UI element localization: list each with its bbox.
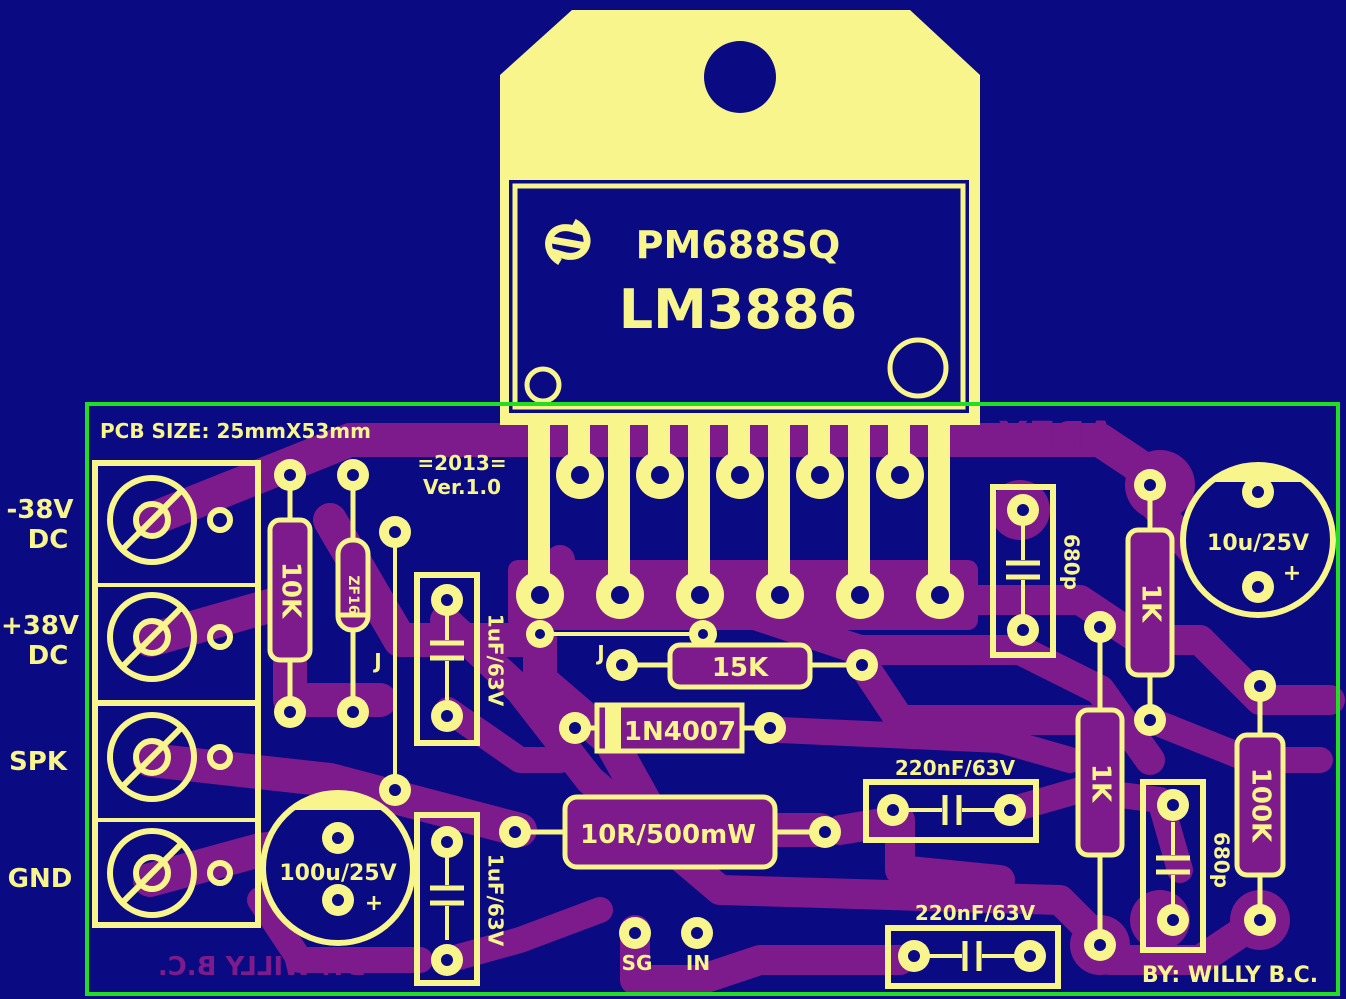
resistor-10r-label: 10R/500mW — [580, 820, 756, 850]
capacitor-1uf-top: 1uF/63V — [414, 572, 508, 746]
lm3886-chip: PM688SQ LM3886 — [500, 10, 980, 425]
chip-pad-holes — [531, 466, 949, 604]
capacitor-680p-1-label: 680p — [1060, 534, 1084, 590]
terminal-block — [92, 460, 261, 928]
author-label: BY: WILLY B.C. — [1142, 963, 1318, 988]
electrolytic-100u-plus: + — [365, 891, 383, 916]
chip-model: LM3886 — [619, 278, 857, 341]
chip-dot — [524, 366, 562, 404]
electrolytic-100u-label: 100u/25V — [279, 861, 396, 886]
neg-supply-label: -38V — [6, 495, 73, 525]
jumper-2: J — [526, 620, 717, 665]
year-label: =2013= — [417, 451, 506, 475]
terminal-screw-1 — [107, 475, 233, 565]
capacitor-1uf-bottom: 1uF/63V — [414, 812, 508, 986]
jumper-1: J — [372, 516, 411, 806]
electrolytic-10u: 10u/25V + — [1180, 462, 1336, 618]
capacitor-1uf-bottom-label: 1uF/63V — [484, 854, 508, 947]
resistor-1k-2-label: 1K — [1086, 764, 1116, 803]
capacitor-220nf-2: 220nF/63V — [885, 901, 1061, 989]
jumper-1-label: J — [372, 649, 381, 673]
terminal-screw-4 — [107, 828, 233, 918]
diode-1n4007: 1N4007 — [559, 702, 786, 754]
neg-supply-dc-label: DC — [28, 525, 69, 555]
capacitor-1uf-top-label: 1uF/63V — [484, 614, 508, 707]
electrolytic-10u-label: 10u/25V — [1207, 531, 1309, 556]
resistor-10r: 10R/500mW — [499, 794, 841, 870]
resistor-100k-label: 100K — [1246, 768, 1276, 843]
in-pad-label: IN — [686, 951, 710, 975]
resistor-1k-1: 1K — [1125, 469, 1175, 736]
pcb-size-note: PCB SIZE: 25mmX53mm — [100, 419, 371, 443]
diode-1n4007-label: 1N4007 — [624, 717, 736, 747]
mounting-hole — [704, 41, 776, 113]
zener-diode: ZF16 — [335, 459, 371, 728]
resistor-15k: 15K — [606, 642, 878, 690]
resistor-1k-2: 1K — [1075, 611, 1125, 961]
resistor-10k: 10K — [267, 459, 313, 728]
resistor-15k-label: 15K — [712, 653, 769, 683]
terminal-screw-2 — [107, 592, 233, 682]
electrolytic-10u-plus: + — [1283, 561, 1301, 586]
resistor-100k: 100K — [1234, 670, 1286, 936]
mirrored-brand-label: APEX — [998, 414, 1117, 460]
input-pads: SG IN — [619, 917, 713, 975]
board-outline — [85, 402, 1340, 996]
pos-supply-dc-label: DC — [28, 641, 69, 671]
national-semiconductor-logo — [545, 218, 591, 265]
capacitor-220nf-1-label: 220nF/63V — [895, 756, 1016, 780]
capacitor-680p-1: 680p — [990, 484, 1084, 658]
capacitor-680p-2-label: 680p — [1210, 832, 1234, 888]
electrolytic-100u: 100u/25V + — [260, 790, 416, 946]
zener-label: ZF16 — [345, 575, 361, 614]
sg-pad-label: SG — [622, 951, 653, 975]
resistor-1k-1-label: 1K — [1136, 584, 1166, 623]
capacitor-220nf-2-label: 220nF/63V — [915, 901, 1036, 925]
jumper-2-label: J — [595, 641, 604, 665]
terminal-screw-3 — [107, 712, 233, 802]
version-label: Ver.1.0 — [423, 475, 501, 499]
mirrored-author-label: BY: WILLY B.C. — [158, 952, 366, 982]
chip-part-code: PM688SQ — [636, 223, 841, 267]
speaker-label: SPK — [9, 747, 68, 777]
capacitor-220nf-1: 220nF/63V — [863, 756, 1039, 843]
chip-pin1-marker — [887, 337, 949, 399]
terminal-block-lower — [92, 700, 261, 928]
pos-supply-label: +38V — [1, 611, 79, 641]
capacitor-680p-2: 680p — [1140, 779, 1234, 953]
resistor-10k-label: 10K — [276, 562, 306, 619]
chip-face-border — [512, 183, 966, 410]
ground-label: GND — [8, 864, 73, 894]
